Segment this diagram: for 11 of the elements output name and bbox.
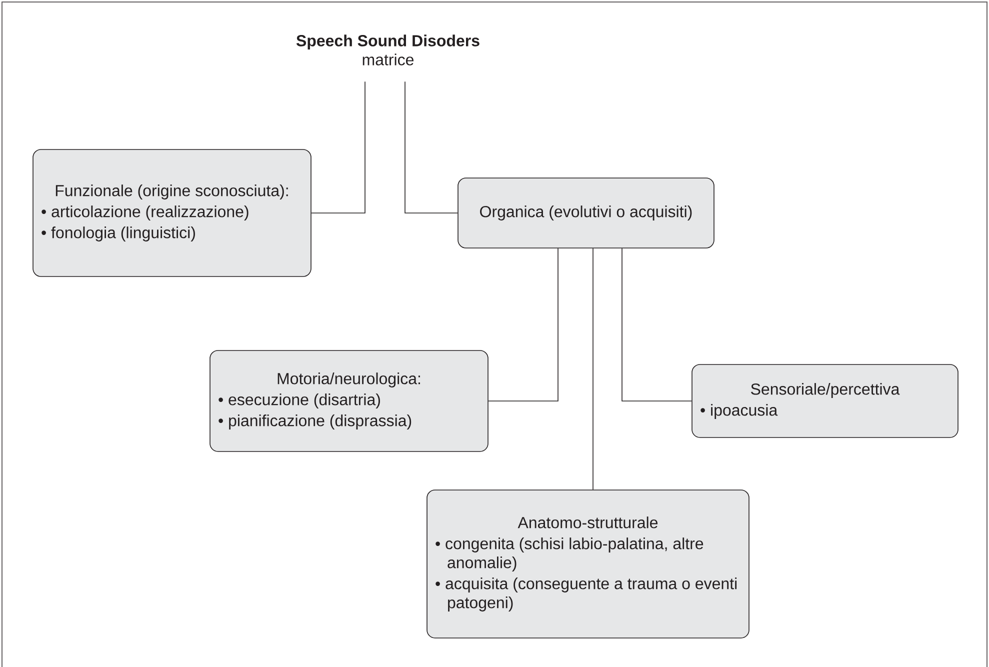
category-box: Anatomo-strutturale • congenita (schisi labio-palatina, altre anomalie) • acquisita (conseguente a trauma o eventi patogeni) [426, 490, 750, 638]
title-text: Speech Sound Disoders matrice [296, 34, 480, 66]
category-box: Sensoriale/percettiva • ipoacusia [692, 364, 958, 438]
category-box: Funzionale (origine sconosciuta): • articolazione (realizzazione) • fonologia (linguistici) [32, 149, 312, 277]
connector-line [311, 81, 366, 214]
connector-line [488, 248, 558, 402]
connector-line [404, 81, 458, 214]
connector-line [622, 248, 692, 402]
category-box: Motoria/neurologica: • esecuzione (disartria) • pianificazione (disprassia) [210, 350, 488, 452]
connector-line [592, 248, 594, 490]
category-box: Organica (evolutivi o acquisiti) [458, 178, 714, 248]
